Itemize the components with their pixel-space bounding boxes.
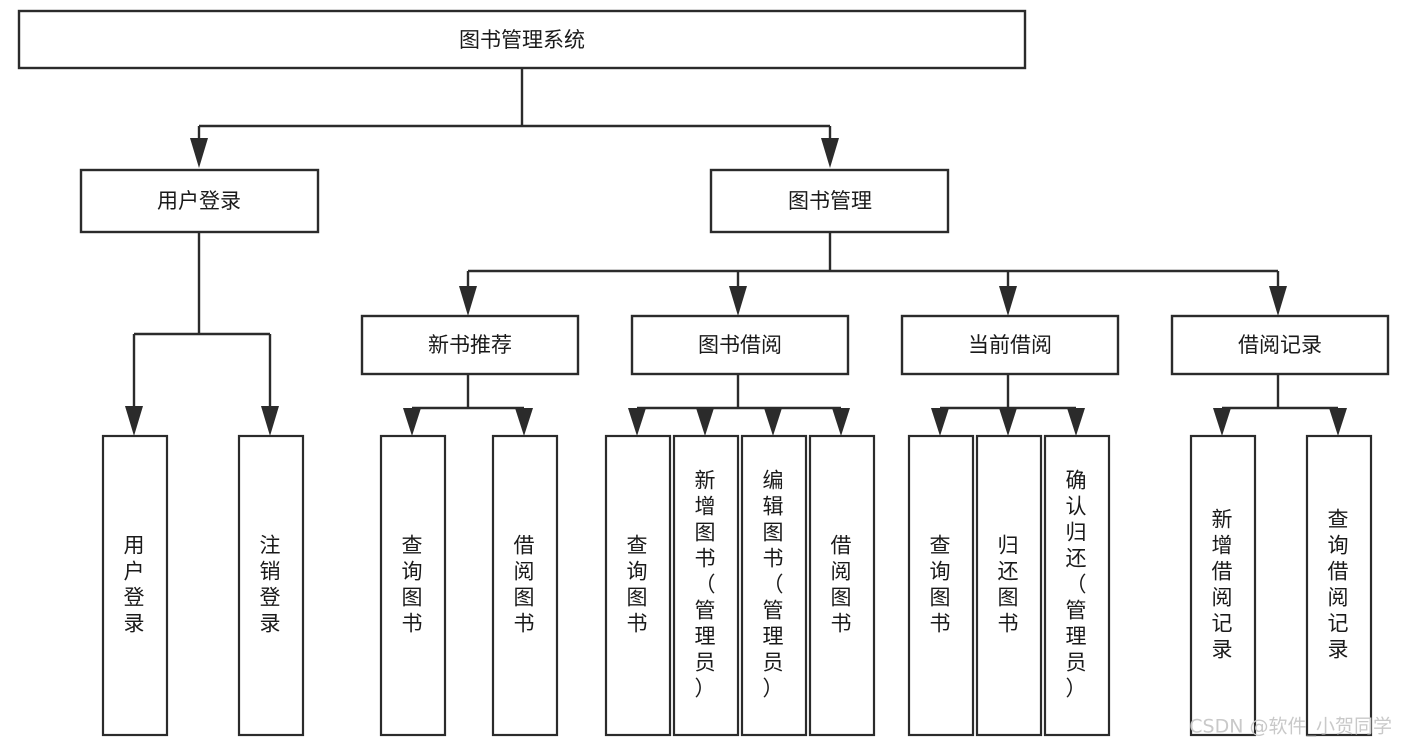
- leaf-current-confirm-label: 确认归还（管理员）: [1066, 469, 1089, 701]
- node-user-login-box[interactable]: [79, 168, 320, 234]
- leaf-borrow-query-label: 查询图书: [627, 534, 650, 636]
- node-current-borrow-label: 当前借阅: [968, 333, 1052, 357]
- node-root-system[interactable]: 图书管理系统: [17, 9, 1027, 70]
- leaf-borrow-book-box[interactable]: [808, 434, 876, 737]
- leaf-node[interactable]: 编辑图书（管理员）: [740, 434, 808, 737]
- leaf-logout-label: 注销登录: [260, 534, 283, 636]
- leaf-newbook-borrow-label: 借阅图书: [514, 534, 537, 636]
- arrow-to-current-leaf-2: [999, 408, 1017, 436]
- node-borrow-record-label: 借阅记录: [1238, 333, 1322, 357]
- node-book-manage-label: 图书管理: [788, 189, 872, 213]
- node-user-login-label: 用户登录: [157, 189, 241, 213]
- node-borrow-record-box[interactable]: [1170, 314, 1390, 376]
- node-book-manage-box[interactable]: [709, 168, 950, 234]
- arrow-to-book-manage: [821, 138, 839, 168]
- arrow-to-leaf-user-login: [125, 406, 143, 436]
- arrow-to-new-book-recommend: [459, 286, 477, 316]
- arrow-to-newbook-leaf-1: [403, 408, 421, 436]
- node-book-borrow-box[interactable]: [630, 314, 850, 376]
- arrow-to-borrow-leaf-2: [696, 408, 714, 436]
- leaf-user-login-box[interactable]: [101, 434, 169, 737]
- leaf-newbook-query-label: 查询图书: [402, 534, 425, 636]
- leaf-record-query-box[interactable]: [1305, 434, 1373, 737]
- arrow-to-book-borrow: [729, 286, 747, 316]
- node-user-login[interactable]: 用户登录: [79, 168, 320, 234]
- leaf-node[interactable]: 确认归还（管理员）: [1043, 434, 1111, 737]
- leaf-borrow-add-box[interactable]: [672, 434, 740, 737]
- leaf-borrow-edit-label: 编辑图书（管理员）: [763, 469, 786, 701]
- leaf-borrow-book-label: 借阅图书: [831, 534, 854, 636]
- leaf-node[interactable]: 查询图书: [907, 434, 975, 737]
- node-book-borrow[interactable]: 图书借阅: [630, 314, 850, 376]
- leaf-node[interactable]: 用户登录: [101, 434, 169, 737]
- node-book-borrow-label: 图书借阅: [698, 333, 782, 357]
- leaf-borrow-edit-box[interactable]: [740, 434, 808, 737]
- node-current-borrow-box[interactable]: [900, 314, 1120, 376]
- leaf-logout-box[interactable]: [237, 434, 305, 737]
- node-new-book-recommend-box[interactable]: [360, 314, 580, 376]
- node-book-manage[interactable]: 图书管理: [709, 168, 950, 234]
- leaf-newbook-query-box[interactable]: [379, 434, 447, 737]
- arrow-to-record-leaf-2: [1329, 408, 1347, 436]
- leaf-borrow-add-label: 新增图书（管理员）: [695, 469, 718, 701]
- leaf-newbook-borrow-box[interactable]: [491, 434, 559, 737]
- arrow-to-record-leaf-1: [1213, 408, 1231, 436]
- leaf-node[interactable]: 注销登录: [237, 434, 305, 737]
- leaf-node[interactable]: 新增图书（管理员）: [672, 434, 740, 737]
- arrow-to-borrow-leaf-4: [832, 408, 850, 436]
- node-current-borrow[interactable]: 当前借阅: [900, 314, 1120, 376]
- leaf-current-confirm-box[interactable]: [1043, 434, 1111, 737]
- connector-layer: [125, 68, 1347, 436]
- leaf-current-return-label: 归还图书: [998, 534, 1021, 636]
- leaf-current-return-box[interactable]: [975, 434, 1043, 737]
- arrow-to-current-leaf-3: [1067, 408, 1085, 436]
- arrow-to-current-borrow: [999, 286, 1017, 316]
- node-root-system-box[interactable]: [17, 9, 1027, 70]
- leaf-node[interactable]: 查询图书: [604, 434, 672, 737]
- node-borrow-record[interactable]: 借阅记录: [1170, 314, 1390, 376]
- leaf-user-login-label: 用户登录: [124, 534, 147, 636]
- leaf-borrow-query-box[interactable]: [604, 434, 672, 737]
- leaf-current-query-box[interactable]: [907, 434, 975, 737]
- leaf-node[interactable]: 查询借阅记录: [1305, 434, 1373, 737]
- leaf-node[interactable]: 新增借阅记录: [1189, 434, 1257, 737]
- leaf-record-add-label: 新增借阅记录: [1212, 508, 1235, 662]
- node-new-book-recommend-label: 新书推荐: [428, 333, 512, 357]
- arrow-to-user-login: [190, 138, 208, 168]
- node-new-book-recommend[interactable]: 新书推荐: [360, 314, 580, 376]
- arrow-to-borrow-leaf-3: [764, 408, 782, 436]
- arrow-to-leaf-logout: [261, 406, 279, 436]
- leaf-node[interactable]: 查询图书: [379, 434, 447, 737]
- arrow-to-borrow-record: [1269, 286, 1287, 316]
- arrow-to-newbook-leaf-2: [515, 408, 533, 436]
- leaf-current-query-label: 查询图书: [930, 534, 953, 636]
- leaf-node[interactable]: 借阅图书: [808, 434, 876, 737]
- leaf-record-add-box[interactable]: [1189, 434, 1257, 737]
- arrow-to-current-leaf-1: [931, 408, 949, 436]
- leaf-node[interactable]: 归还图书: [975, 434, 1043, 737]
- leaf-record-query-label: 查询借阅记录: [1328, 508, 1351, 662]
- leaf-node[interactable]: 借阅图书: [491, 434, 559, 737]
- watermark: CSDN @软件_小贺同学: [1189, 716, 1392, 738]
- arrow-to-borrow-leaf-1: [628, 408, 646, 436]
- node-root-system-label: 图书管理系统: [459, 28, 585, 52]
